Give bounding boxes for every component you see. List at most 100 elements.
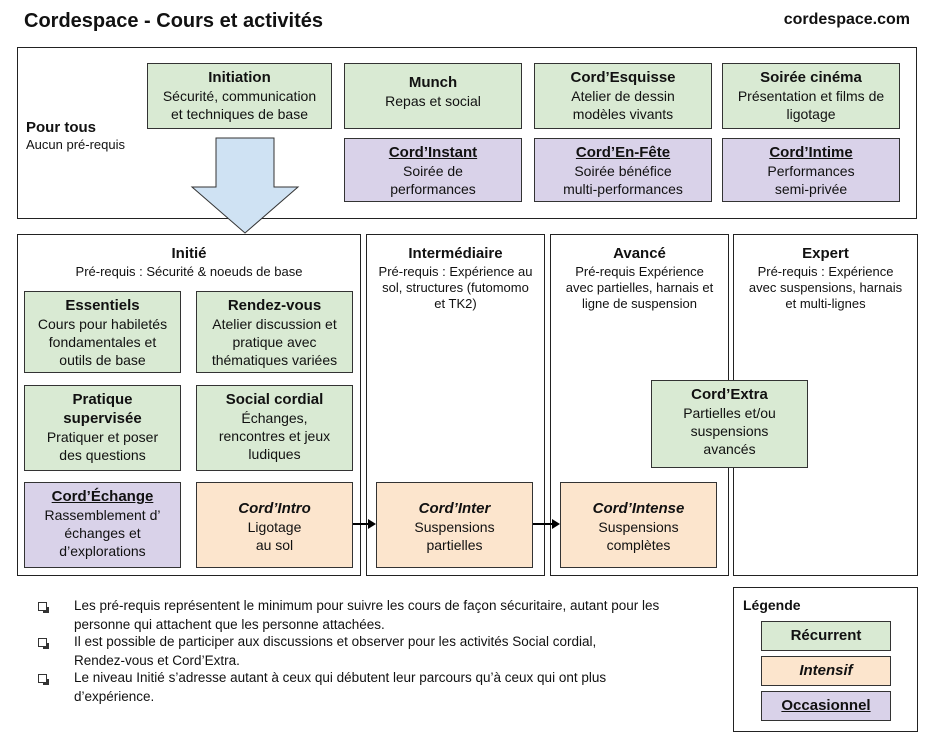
note-line: Le niveau Initié s’adresse autant à ceux… bbox=[74, 670, 607, 685]
checkbox-bullet-icon bbox=[38, 638, 49, 649]
legend-title: Légende bbox=[743, 597, 801, 613]
right-arrow-icon bbox=[533, 519, 560, 529]
activity-desc: Atelier de dessin bbox=[571, 88, 675, 104]
activity-desc: et techniques de base bbox=[171, 106, 308, 122]
activity-social-cordial[interactable]: Social cordial Échanges, rencontres et j… bbox=[196, 385, 353, 471]
activity-desc: Repas et social bbox=[385, 93, 481, 109]
activity-desc: Suspensions bbox=[598, 519, 679, 535]
activity-essentiels[interactable]: Essentiels Cours pour habiletés fondamen… bbox=[24, 291, 181, 373]
activity-name: Soirée cinéma bbox=[760, 69, 862, 86]
activity-desc: Présentation et films de bbox=[737, 88, 885, 104]
level-prereq: Pré-requis : Sécurité & noeuds de base bbox=[75, 264, 303, 279]
activity-cord-echange[interactable]: Cord’Échange Rassemblement d’ échanges e… bbox=[24, 482, 181, 568]
level-prereq: sol, structures (futomomo bbox=[382, 280, 529, 295]
activity-name: Rendez-vous bbox=[227, 297, 322, 314]
activity-desc: partielles bbox=[426, 537, 483, 553]
activity-desc: performances bbox=[390, 181, 476, 197]
activity-name: Cord’Échange bbox=[51, 488, 154, 505]
down-arrow-icon bbox=[190, 137, 300, 234]
pour-tous-subtitle: Aucun pré-requis bbox=[26, 137, 125, 152]
note-item: Les pré-requis représentent le minimum p… bbox=[74, 596, 724, 634]
activity-desc: Suspensions bbox=[414, 519, 495, 535]
level-prereq: et TK2) bbox=[434, 296, 477, 311]
note-line: personne qui attachent que les personne … bbox=[74, 617, 385, 632]
activity-name: Essentiels bbox=[65, 297, 140, 314]
activity-desc: Ligotage bbox=[247, 519, 302, 535]
activity-name: Initiation bbox=[208, 69, 271, 86]
activity-desc: suspensions bbox=[690, 423, 769, 439]
activity-munch[interactable]: Munch Repas et social bbox=[344, 63, 522, 129]
checkbox-bullet-icon bbox=[38, 602, 49, 613]
activity-desc: Soirée bénéfice bbox=[574, 163, 672, 179]
activity-name: Cord’Intime bbox=[769, 144, 853, 161]
activity-desc: rencontres et jeux bbox=[218, 428, 331, 444]
activity-desc: complètes bbox=[606, 537, 671, 553]
activity-desc: avancés bbox=[703, 441, 756, 457]
level-prereq: Pré-requis : Expérience au bbox=[378, 264, 533, 279]
activity-name: Cord’Intense bbox=[592, 500, 685, 517]
note-item: Le niveau Initié s’adresse autant à ceux… bbox=[74, 668, 724, 706]
level-prereq: Pré-requis : Expérience bbox=[757, 264, 894, 279]
note-line: Les pré-requis représentent le minimum p… bbox=[74, 598, 660, 613]
activity-desc: Sécurité, communication bbox=[162, 88, 317, 104]
activity-soiree-cinema[interactable]: Soirée cinéma Présentation et films de l… bbox=[722, 63, 900, 129]
activity-desc: Cours pour habiletés bbox=[37, 316, 168, 332]
activity-desc: pratique avec bbox=[232, 334, 317, 350]
activity-name: Cord’Inter bbox=[418, 500, 491, 517]
activity-cord-instant[interactable]: Cord’Instant Soirée de performances bbox=[344, 138, 522, 202]
activity-desc: Atelier discussion et bbox=[212, 316, 337, 332]
level-header-avance: Avancé Pré-requis Expérience avec partie… bbox=[550, 244, 729, 312]
level-header-expert: Expert Pré-requis : Expérience avec susp… bbox=[733, 244, 918, 312]
activity-name: Cord’Extra bbox=[691, 386, 768, 403]
legend-occasionnel: Occasionnel bbox=[761, 691, 891, 721]
activity-name: Pratique bbox=[72, 391, 133, 408]
activity-desc: Rassemblement d’ bbox=[44, 507, 161, 523]
activity-cord-intro[interactable]: Cord’Intro Ligotage au sol bbox=[196, 482, 353, 568]
activity-desc: Soirée de bbox=[403, 163, 463, 179]
note-line: d’expérience. bbox=[74, 689, 155, 704]
activity-desc: échanges et bbox=[64, 525, 141, 541]
note-line: Il est possible de participer aux discus… bbox=[74, 634, 597, 649]
activity-cord-intense[interactable]: Cord’Intense Suspensions complètes bbox=[560, 482, 717, 568]
activity-desc: outils de base bbox=[59, 352, 146, 368]
site-url[interactable]: cordespace.com bbox=[783, 11, 910, 28]
activity-desc: d’explorations bbox=[59, 543, 146, 559]
activity-desc: Pratiquer et poser bbox=[46, 429, 159, 445]
activity-desc: Échanges, bbox=[241, 410, 308, 426]
activity-pratique-supervisee[interactable]: Pratique supervisée Pratiquer et poser d… bbox=[24, 385, 181, 471]
activity-name-2: supervisée bbox=[63, 410, 142, 427]
activity-name: Cord’Intro bbox=[238, 500, 311, 517]
activity-cord-inter[interactable]: Cord’Inter Suspensions partielles bbox=[376, 482, 533, 568]
page-title: Cordespace - Cours et activités bbox=[24, 10, 323, 32]
activity-name: Cord’Instant bbox=[388, 144, 478, 161]
legend-intensif: Intensif bbox=[761, 656, 891, 686]
activity-desc: Performances bbox=[767, 163, 855, 179]
activity-desc: ligotage bbox=[786, 106, 836, 122]
activity-name: Social cordial bbox=[225, 391, 324, 408]
level-name: Intermédiaire bbox=[408, 245, 503, 262]
activity-desc: des questions bbox=[59, 447, 146, 463]
activity-desc: fondamentales et bbox=[48, 334, 157, 350]
note-item: Il est possible de participer aux discus… bbox=[74, 632, 724, 670]
activity-cord-esquisse[interactable]: Cord’Esquisse Atelier de dessin modèles … bbox=[534, 63, 712, 129]
activity-cord-extra[interactable]: Cord’Extra Partielles et/ou suspensions … bbox=[651, 380, 808, 468]
legend-recurrent: Récurrent bbox=[761, 621, 891, 651]
pour-tous-title: Pour tous bbox=[26, 119, 96, 136]
activity-desc: thématiques variées bbox=[211, 352, 338, 368]
level-prereq: et multi-lignes bbox=[785, 296, 866, 311]
right-arrow-icon bbox=[353, 519, 376, 529]
activity-cord-en-fete[interactable]: Cord’En-Fête Soirée bénéfice multi-perfo… bbox=[534, 138, 712, 202]
level-header-initie: Initié Pré-requis : Sécurité & noeuds de… bbox=[17, 244, 361, 280]
level-name: Expert bbox=[802, 245, 849, 262]
activity-name: Cord’Esquisse bbox=[570, 69, 676, 86]
activity-initiation[interactable]: Initiation Sécurité, communication et te… bbox=[147, 63, 332, 129]
activity-desc: au sol bbox=[255, 537, 294, 553]
checkbox-bullet-icon bbox=[38, 674, 49, 685]
activity-name: Munch bbox=[408, 74, 458, 91]
activity-rendez-vous[interactable]: Rendez-vous Atelier discussion et pratiq… bbox=[196, 291, 353, 373]
activity-desc: Partielles et/ou bbox=[683, 405, 776, 421]
level-prereq: avec suspensions, harnais bbox=[748, 280, 903, 295]
activity-desc: semi-privée bbox=[774, 181, 848, 197]
activity-cord-intime[interactable]: Cord’Intime Performances semi-privée bbox=[722, 138, 900, 202]
level-name: Initié bbox=[171, 245, 207, 262]
